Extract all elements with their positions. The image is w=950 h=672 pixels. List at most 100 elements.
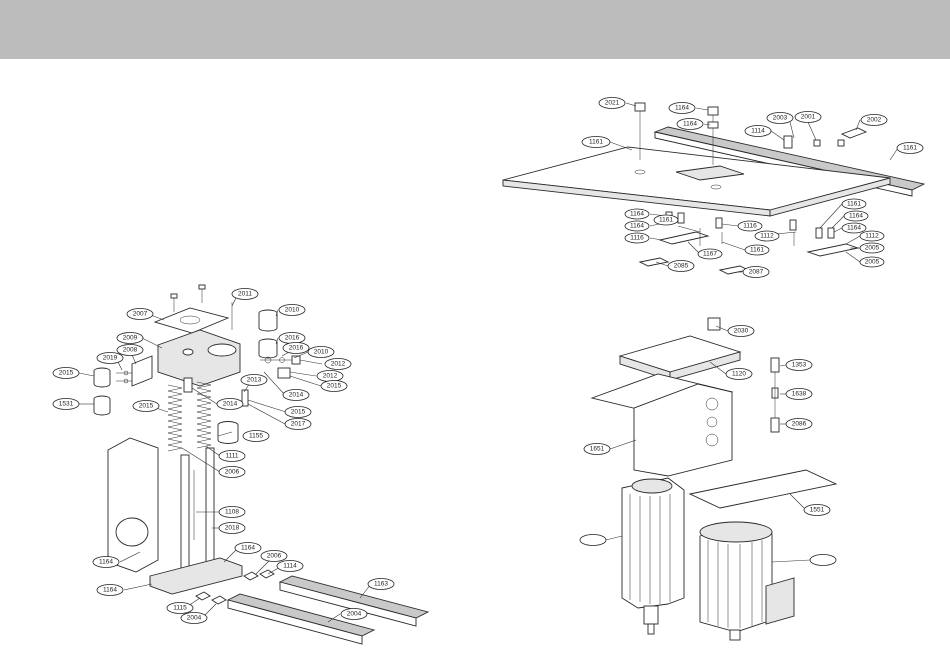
callout: 1120 (725, 368, 753, 380)
callout: 2017 (284, 418, 312, 430)
svg-text:2015: 2015 (327, 383, 342, 390)
callout: 1161 (841, 198, 867, 210)
shield-plate (107, 437, 159, 573)
callout: 1164 (668, 102, 696, 114)
callout: 2014 (216, 398, 244, 410)
svg-text:1638: 1638 (792, 391, 807, 398)
svg-text:2016: 2016 (285, 335, 300, 342)
callout: 1651 (583, 443, 611, 455)
svg-text:2019: 2019 (103, 355, 118, 362)
svg-text:1164: 1164 (847, 225, 861, 232)
callout: 2021 (598, 97, 626, 109)
svg-text:1167: 1167 (703, 251, 717, 258)
callout: 1164 (624, 208, 650, 220)
svg-text:1112: 1112 (865, 233, 879, 240)
callout: 2087 (742, 266, 770, 278)
svg-text:2086: 2086 (792, 421, 807, 428)
callout: 1167 (697, 248, 723, 260)
callout: 2015 (132, 400, 160, 412)
svg-text:1114: 1114 (751, 128, 765, 135)
svg-text:2001: 2001 (801, 114, 816, 121)
svg-text:1161: 1161 (659, 217, 673, 224)
svg-text:1164: 1164 (675, 105, 689, 112)
callout: 1116 (624, 232, 650, 244)
svg-text:1164: 1164 (630, 211, 644, 218)
callout: 2005 (859, 256, 885, 268)
callout: 1155 (242, 430, 270, 442)
callout: 2085 (667, 260, 695, 272)
callout: 1551 (803, 504, 831, 516)
svg-text:1112: 1112 (760, 233, 774, 240)
guide-rod-right (205, 447, 215, 564)
svg-text:2015: 2015 (139, 403, 154, 410)
svg-text:2003: 2003 (773, 115, 788, 122)
svg-text:1551: 1551 (810, 507, 825, 514)
callout: 2013 (240, 374, 268, 386)
svg-text:2030: 2030 (734, 328, 749, 335)
callout: 2030 (727, 325, 755, 337)
svg-text:2013: 2013 (247, 377, 262, 384)
header-bar (0, 0, 950, 59)
callout: 2010 (278, 304, 306, 316)
callout: 1115 (166, 602, 194, 614)
svg-text:2010: 2010 (285, 307, 300, 314)
callout: 1116 (737, 220, 763, 232)
callout: 1531 (52, 398, 80, 410)
callout: 1111 (218, 450, 246, 462)
svg-text:1651: 1651 (590, 446, 605, 453)
svg-text:2015: 2015 (59, 370, 74, 377)
callout: 1164 (92, 556, 120, 568)
callout: 1161 (744, 244, 770, 256)
callout: 2018 (218, 522, 246, 534)
callout: 2009 (116, 332, 144, 344)
motor-assembly (590, 317, 838, 641)
top-plate (153, 307, 230, 334)
callout: 1164 (234, 542, 262, 554)
callout: 1163 (367, 578, 395, 590)
svg-text:1163: 1163 (374, 581, 388, 588)
svg-text:2085: 2085 (674, 263, 689, 270)
svg-text:2007: 2007 (133, 311, 148, 318)
spring-right (196, 381, 212, 449)
carriage-block (157, 329, 241, 387)
svg-text:2004: 2004 (347, 611, 362, 618)
table-assembly (502, 102, 926, 275)
callout: 2015 (52, 367, 80, 379)
svg-text:2005: 2005 (865, 259, 880, 266)
svg-text:2012: 2012 (331, 361, 346, 368)
callout: 2011 (231, 288, 259, 300)
callout: 1108 (218, 506, 246, 518)
guide-rod-left (180, 454, 190, 571)
svg-text:2087: 2087 (749, 269, 764, 276)
svg-text:1161: 1161 (903, 145, 917, 152)
svg-text:1111: 1111 (225, 453, 238, 460)
svg-text:2006: 2006 (225, 469, 240, 476)
svg-text:2012: 2012 (323, 373, 338, 380)
callout: 2004 (340, 608, 368, 620)
svg-text:1120: 1120 (732, 371, 746, 378)
callout: 1114 (744, 125, 772, 137)
svg-text:2004: 2004 (187, 615, 202, 622)
callout: 2016 (278, 332, 306, 344)
svg-text:2006: 2006 (267, 553, 282, 560)
adapter-plate (688, 469, 838, 509)
svg-text:2014: 2014 (223, 401, 238, 408)
callout: 1114 (276, 560, 304, 572)
svg-text:2017: 2017 (291, 421, 306, 428)
callout: 2012 (316, 370, 344, 382)
svg-text:1164: 1164 (630, 223, 644, 230)
svg-text:1531: 1531 (59, 401, 74, 408)
callout: 1161 (581, 136, 611, 148)
callout: 2002 (860, 114, 888, 126)
callout: 2006 (218, 466, 246, 478)
svg-text:2016: 2016 (289, 345, 304, 352)
left-assembly (93, 284, 430, 645)
svg-text:2010: 2010 (314, 349, 329, 356)
callout: 2014 (282, 389, 310, 401)
svg-text:2009: 2009 (123, 335, 138, 342)
svg-text:2011: 2011 (238, 291, 252, 298)
svg-text:1114: 1114 (283, 563, 297, 570)
callout: 1161 (653, 214, 679, 226)
callout: 1164 (676, 118, 704, 130)
